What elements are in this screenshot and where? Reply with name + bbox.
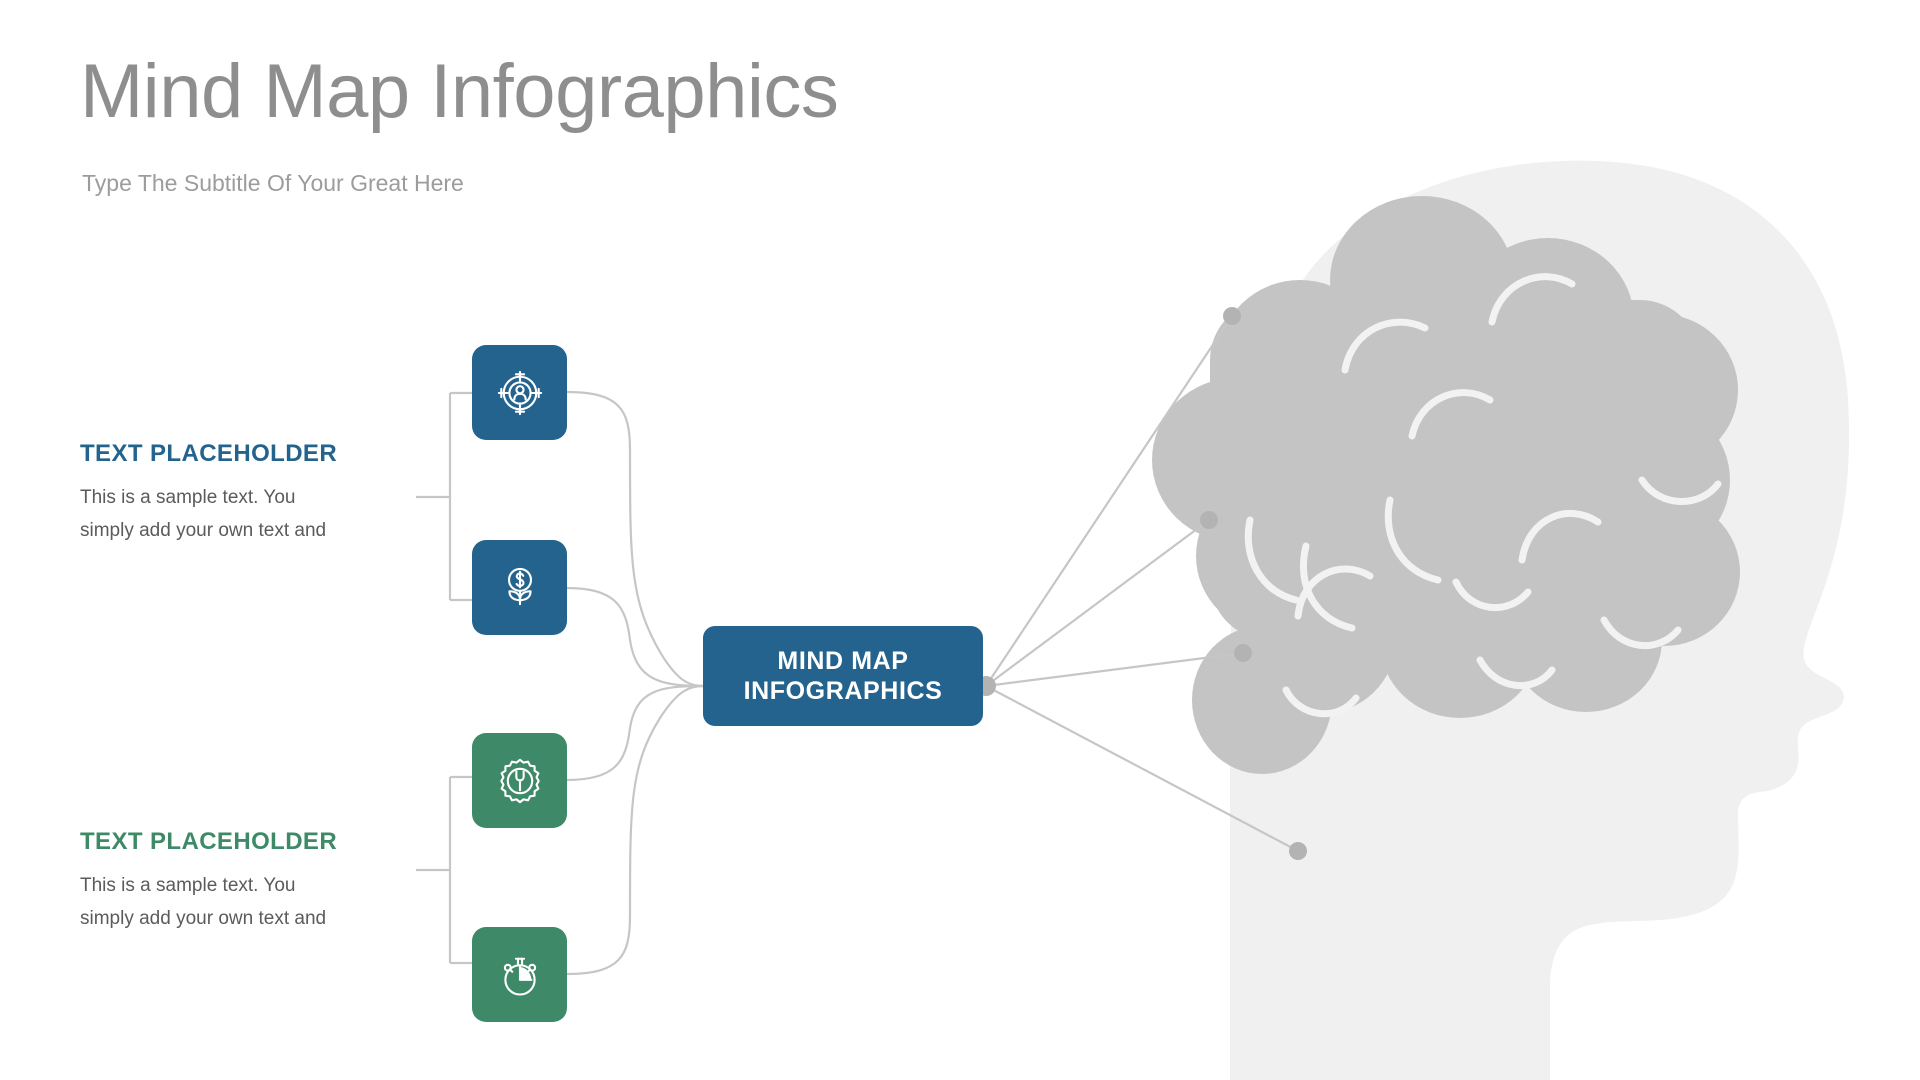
text-block-1-title: TEXT PLACEHOLDER bbox=[80, 440, 338, 467]
text-block-2-body-line1: This is a sample text. You bbox=[80, 875, 296, 896]
bracket-lower bbox=[416, 775, 472, 965]
central-node-line1: MIND MAP bbox=[777, 646, 909, 675]
central-node-line2: INFOGRAPHICS bbox=[743, 677, 943, 705]
connector-dot-2 bbox=[1200, 511, 1218, 529]
target-audience-icon bbox=[497, 370, 542, 415]
text-block-2: TEXT PLACEHOLDER This is a sample text. … bbox=[80, 828, 380, 935]
connector-dot-1 bbox=[1223, 307, 1241, 325]
text-block-2-body-line2: simply add your own text and bbox=[80, 907, 327, 929]
brain-fold-details bbox=[1244, 273, 1722, 718]
text-block-1-body: This is a sample text. You simply add yo… bbox=[80, 482, 380, 547]
brain-icon bbox=[1152, 196, 1740, 774]
central-node[interactable]: MIND MAP INFOGRAPHICS bbox=[703, 626, 983, 726]
text-block-2-body: This is a sample text. You simply add yo… bbox=[80, 870, 380, 935]
fan-connector-lines bbox=[985, 315, 1299, 852]
money-growth-icon bbox=[507, 567, 532, 605]
page-subtitle: Type The Subtitle Of Your Great Here bbox=[82, 170, 464, 196]
text-block-1-body-line2: simply add your own text and bbox=[80, 519, 327, 541]
icon-tile-gear-wrench[interactable] bbox=[472, 733, 567, 828]
icon-tile-money-growth[interactable] bbox=[472, 540, 567, 635]
icon-tile-stopwatch[interactable] bbox=[472, 927, 567, 1022]
stopwatch-icon bbox=[503, 957, 536, 996]
gear-wrench-icon bbox=[499, 758, 540, 803]
text-block-1-body-line1: This is a sample text. You bbox=[80, 487, 296, 508]
connector-dot-4 bbox=[1289, 842, 1307, 860]
bracket-upper bbox=[416, 391, 472, 602]
fan-connector-dots bbox=[976, 307, 1307, 860]
text-block-2-title: TEXT PLACEHOLDER bbox=[80, 828, 338, 855]
text-block-1: TEXT PLACEHOLDER This is a sample text. … bbox=[80, 440, 380, 547]
icon-tile-target-audience[interactable] bbox=[472, 345, 567, 440]
head-silhouette-icon bbox=[1230, 160, 1850, 1080]
curved-feeder-lines bbox=[566, 390, 704, 976]
connector-dot-3 bbox=[1234, 644, 1252, 662]
page-title: Mind Map Infographics bbox=[80, 49, 839, 134]
